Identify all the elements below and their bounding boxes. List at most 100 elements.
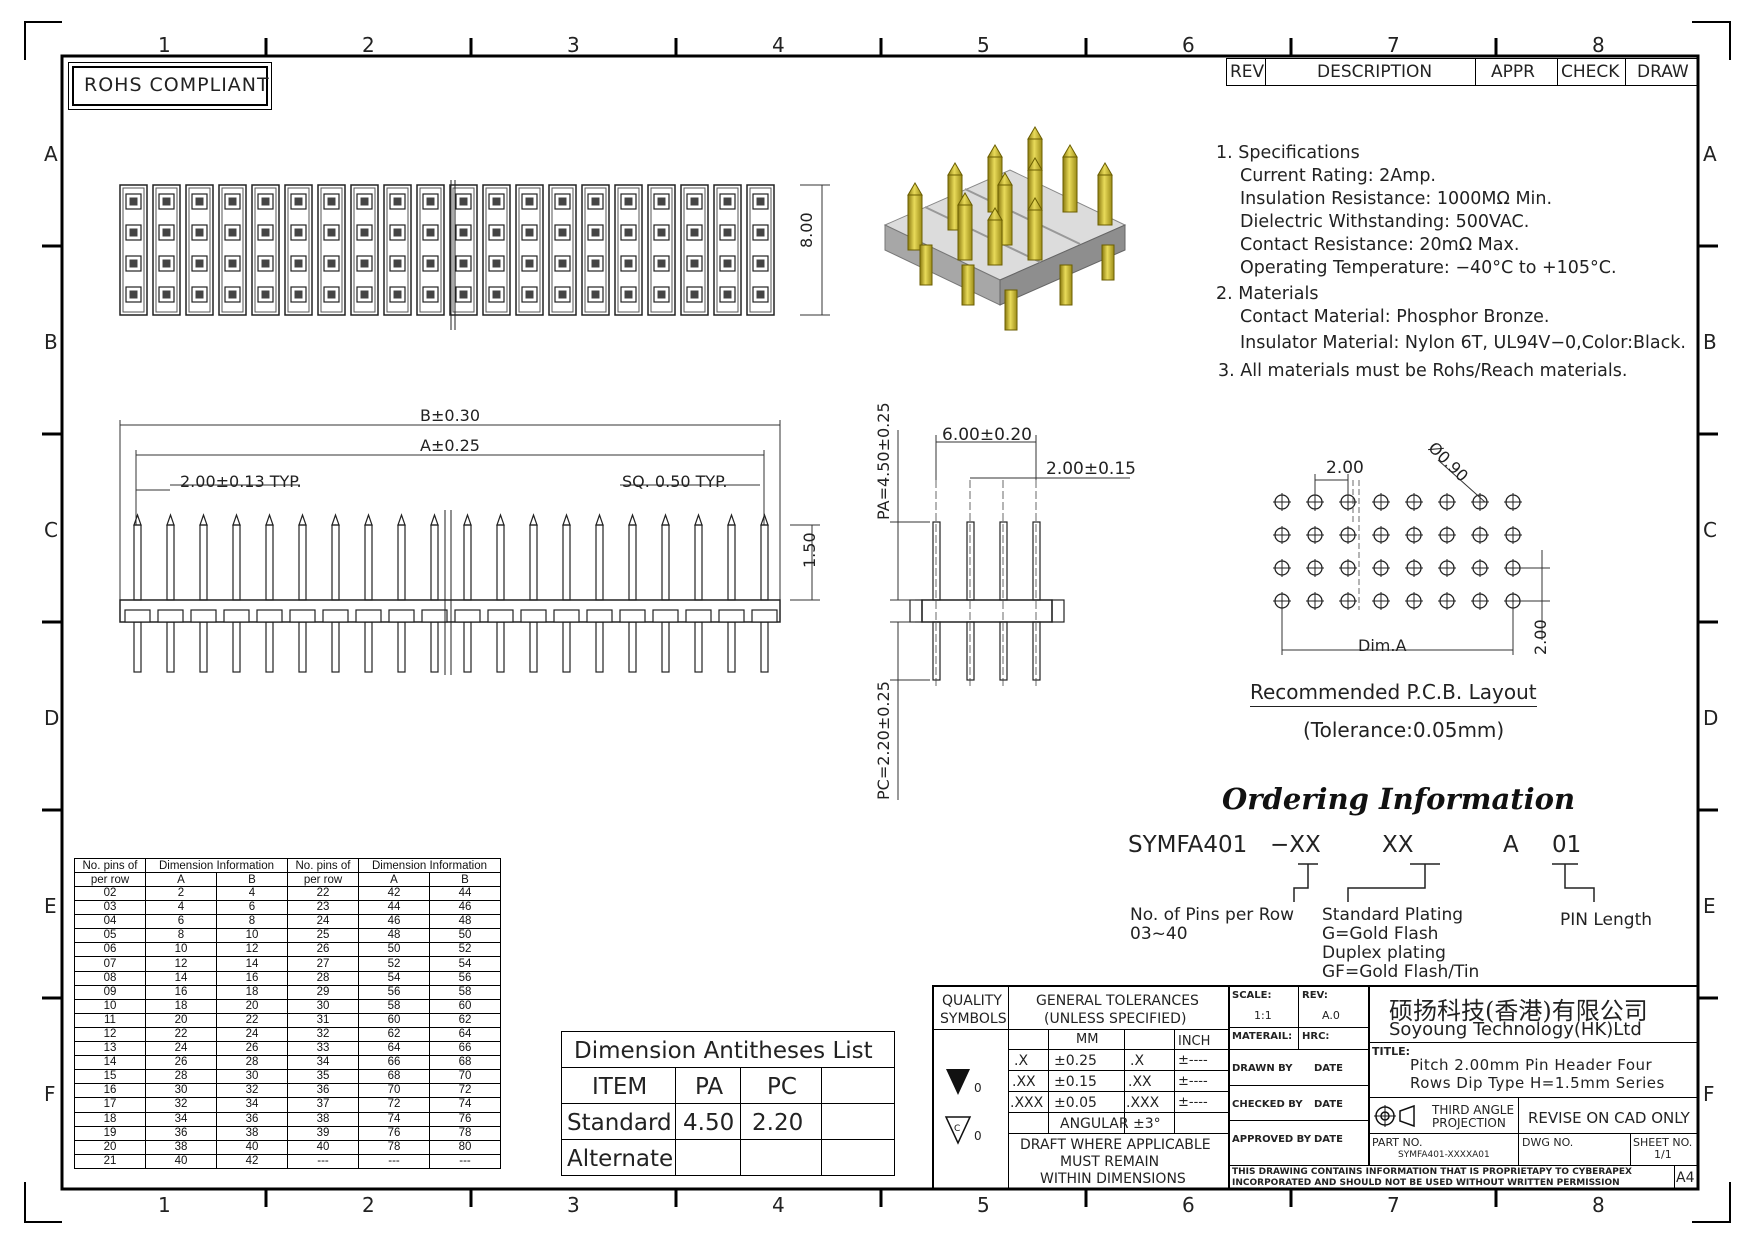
tb-xx-inch-label: .XX [1128,1074,1152,1090]
header-segment-inner [617,187,640,313]
pin-lower [760,621,769,673]
pin-pad [224,193,241,210]
th-b: B [429,872,501,887]
table-cell: 74 [358,1111,430,1127]
pcb-title: Recommended P.C.B. Layout [1250,680,1537,707]
table-cell: --- [429,1153,501,1169]
pin-pad [158,193,175,210]
tb-scale-label: SCALE: [1232,990,1272,1001]
tb-xxx: .XXX [1010,1095,1044,1111]
table-cell: 21 [74,1153,146,1169]
ordering-pins-label: No. of Pins per Row [1130,905,1295,925]
pin-pad [686,286,703,303]
pin-pad [521,286,538,303]
table-cell: 14 [145,970,217,986]
tb-rev-value: A.0 [1322,1009,1340,1022]
header-segment-inner [485,187,508,313]
pin-collar [322,609,349,623]
pin-square [657,259,666,268]
spec-heading-3: 3. All materials must be Rohs/Reach mate… [1218,361,1628,381]
dim-2-00-end: 2.00±0.15 [1046,459,1136,479]
table-cell: 33 [287,1041,359,1057]
table-cell: 36 [287,1083,359,1099]
pin-square [690,290,699,299]
table-cell: 12 [216,942,288,958]
col-label: 4 [772,33,785,57]
ordering-pins-range: 03~40 [1130,924,1188,944]
pin-pad [620,255,637,272]
table-cell: 23 [287,900,359,916]
pin-upper [760,524,769,601]
table-cell: 62 [358,1026,430,1043]
pin-square [756,197,765,206]
pin-square [360,290,369,299]
pin-pad [191,193,208,210]
spec-insulator-mat: Insulator Material: Nylon 6T, UL94V−0,Co… [1240,333,1686,353]
pin-square [756,290,765,299]
tb-material-label: MATERAIL: [1232,1031,1293,1042]
pin-pad [257,255,274,272]
pin-pad [158,255,175,272]
antitheses-standard: Standard [567,1110,672,1136]
pin-collar [553,609,580,623]
col-label: 8 [1592,33,1605,57]
table-cell: 19 [74,1125,146,1141]
header-segment-inner [419,187,442,313]
pin-tip [628,513,637,526]
table-cell: --- [358,1153,430,1169]
pin-lower [298,621,307,673]
col-label: 3 [567,1193,580,1217]
col-label: 8 [1592,1193,1605,1217]
pin-tip [760,513,769,526]
table-cell: 8 [145,928,217,944]
table-cell: 78 [429,1125,501,1141]
table-cell: 64 [358,1041,430,1057]
tb-dwg-label: DWG NO. [1522,1136,1574,1149]
table-cell: 60 [429,998,501,1014]
pin-upper [199,524,208,601]
pin-collar [487,609,514,623]
tb-hrc-label: HRC: [1302,1031,1330,1042]
pin-square [723,228,732,237]
pin-pad [158,224,175,241]
antitheses-pc-header: PC [767,1074,797,1100]
table-cell: 28 [145,1069,217,1085]
ordering-pin: 01 [1552,832,1582,858]
header-segment [614,184,643,316]
pin-lower [463,621,472,673]
header-segment-inner [287,187,310,313]
pin-pad [455,286,472,303]
pin-upper [694,524,703,601]
pin-pad [752,224,769,241]
pin-pad [323,286,340,303]
pin-square [327,290,336,299]
housing-end [921,599,1053,623]
table-cell: 56 [358,984,430,1000]
spec-dielectric: Dielectric Withstanding: 500VAC. [1240,212,1530,232]
ordering-plating-g: G=Gold Flash [1322,924,1439,944]
pin-square [393,228,402,237]
pcb-pitch: 2.00 [1326,458,1364,478]
housing-end-flange [1051,599,1065,623]
table-cell: 14 [216,956,288,972]
tb-x-mm: ±0.25 [1054,1053,1097,1069]
pin-upper [529,524,538,601]
tb-mm: MM [1076,1032,1099,1047]
tb-rev-label: REV: [1302,990,1328,1001]
pin-pad [653,193,670,210]
pin-tip [430,513,439,526]
pin-pad [554,255,571,272]
table-cell: 08 [74,970,146,986]
pin-pad [389,224,406,241]
antitheses-title: Dimension Antitheses List [574,1038,873,1064]
col-label: 1 [158,33,171,57]
table-cell: 20 [216,998,288,1014]
row-label: D [1703,706,1719,730]
dim-6-00: 6.00±0.20 [942,425,1032,445]
th-dim: Dimension Information [145,858,288,873]
pin-tip [133,513,142,526]
table-cell: 48 [358,928,430,944]
tb-revise: REVISE ON CAD ONLY [1528,1109,1690,1127]
